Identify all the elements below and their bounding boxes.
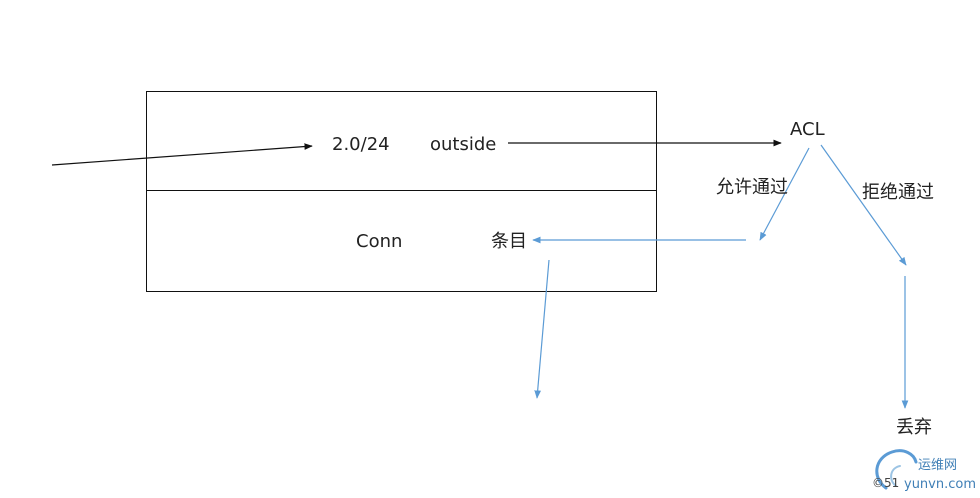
incoming-arrow	[51, 143, 313, 166]
deny-label: 拒绝通过	[862, 182, 934, 203]
watermark-domain: yunvn.com	[904, 477, 976, 492]
allow-label: 允许通过	[716, 177, 788, 198]
watermark-prefix: ©51	[872, 476, 899, 490]
watermark: 运维网 ©51 yunvn.com	[872, 449, 976, 492]
entry-label: 条目	[491, 231, 527, 252]
watermark-logo-icon	[875, 449, 918, 490]
interface-label: outside	[430, 134, 496, 155]
acl-deny-arrow	[820, 144, 907, 266]
acl-allow-arrow	[759, 147, 810, 241]
entry-down-arrow	[534, 259, 550, 399]
subnet-label: 2.0/24	[332, 134, 390, 155]
conn-table-label: Conn	[356, 231, 402, 252]
acl-label: ACL	[790, 119, 825, 140]
watermark-site-label: 运维网	[918, 458, 957, 473]
flow-table-frame	[146, 91, 657, 292]
drop-label: 丢弃	[896, 417, 932, 438]
